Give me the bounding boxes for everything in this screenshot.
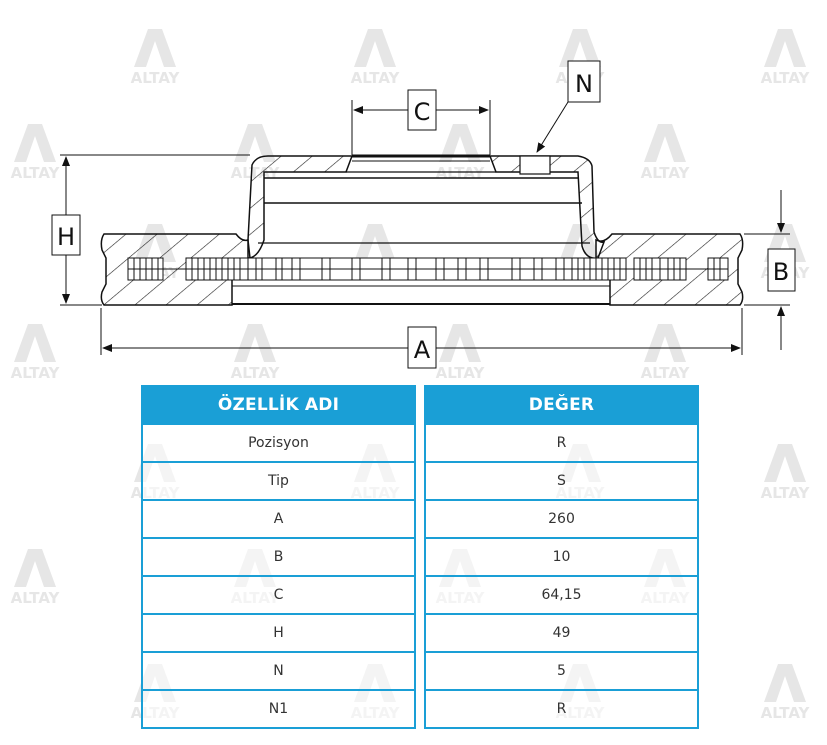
vent-channels xyxy=(127,257,729,281)
svg-text:B: B xyxy=(773,258,789,286)
dimension-h: H xyxy=(51,154,250,306)
property-header: ÖZELLİK ADI xyxy=(141,385,416,425)
svg-text:H: H xyxy=(57,223,75,251)
altay-watermark-icon: ALTAY xyxy=(750,660,820,730)
svg-text:A: A xyxy=(414,336,431,364)
value-column: DEĞER R S 260 10 64,15 49 5 R xyxy=(424,385,699,729)
table-cell-value: 5 xyxy=(424,653,699,691)
table-cell-value: 10 xyxy=(424,539,699,577)
table-cell-property: H xyxy=(141,615,416,653)
table-cell-value: S xyxy=(424,463,699,501)
table-cell-property: N1 xyxy=(141,691,416,729)
table-cell-property: B xyxy=(141,539,416,577)
dimension-a: A xyxy=(100,308,743,369)
table-cell-property: C xyxy=(141,577,416,615)
table-cell-value: 64,15 xyxy=(424,577,699,615)
bolt-hole-n xyxy=(519,155,551,175)
table-cell-property: N xyxy=(141,653,416,691)
svg-text:C: C xyxy=(414,98,431,126)
table-cell-value: 49 xyxy=(424,615,699,653)
altay-watermark-icon: ALTAY xyxy=(0,545,70,615)
svg-text:N: N xyxy=(575,70,593,98)
table-cell-value: R xyxy=(424,691,699,729)
cross-section-diagram: H C N B xyxy=(51,60,796,369)
table-cell-property: Tip xyxy=(141,463,416,501)
dimension-n: N xyxy=(536,60,601,153)
value-header: DEĞER xyxy=(424,385,699,425)
dimension-c: C xyxy=(351,89,491,155)
brake-disc-drawing: H C N B xyxy=(51,60,796,369)
table-cell-value: 260 xyxy=(424,501,699,539)
svg-text:ALTAY: ALTAY xyxy=(11,589,61,607)
altay-watermark-icon: ALTAY xyxy=(750,440,820,510)
property-column: ÖZELLİK ADI Pozisyon Tip A B C H N N1 xyxy=(141,385,416,729)
table-cell-value: R xyxy=(424,425,699,463)
svg-text:ALTAY: ALTAY xyxy=(761,704,811,722)
table-cell-property: A xyxy=(141,501,416,539)
svg-text:ALTAY: ALTAY xyxy=(761,484,811,502)
table-cell-property: Pozisyon xyxy=(141,425,416,463)
dimension-b: B xyxy=(744,190,796,350)
